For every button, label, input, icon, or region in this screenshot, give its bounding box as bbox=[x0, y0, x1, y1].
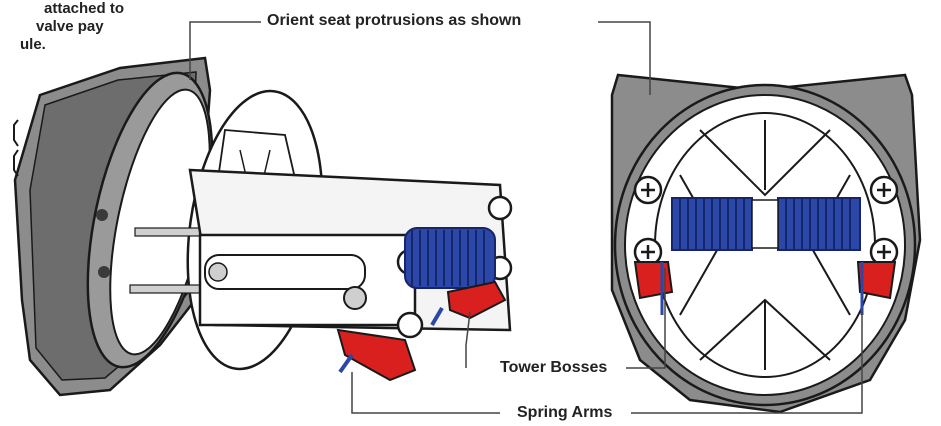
leader-lines bbox=[189, 21, 863, 414]
right-tower-boss-right bbox=[856, 261, 897, 300]
screw-icon bbox=[633, 175, 899, 267]
note-line-1: attached to bbox=[44, 0, 125, 17]
left-tower-boss-rear bbox=[446, 280, 507, 320]
left-spring-coil bbox=[404, 227, 496, 289]
right-spring-coils bbox=[671, 197, 861, 251]
note-line-2: valve pay bbox=[36, 18, 104, 35]
right-assembly bbox=[610, 73, 922, 414]
tower-bosses-callout: Tower Bosses bbox=[500, 359, 608, 377]
orient-seat-callout: Orient seat protrusions as shown bbox=[267, 12, 522, 30]
note-line-3: ule. bbox=[20, 36, 46, 53]
cropped-note: attached to valve pay ule. bbox=[0, 0, 160, 54]
left-assembly bbox=[13, 56, 513, 397]
right-tower-boss-left bbox=[633, 261, 674, 300]
left-tower-boss-front bbox=[336, 328, 417, 382]
spring-arms-callout: Spring Arms bbox=[517, 404, 613, 422]
